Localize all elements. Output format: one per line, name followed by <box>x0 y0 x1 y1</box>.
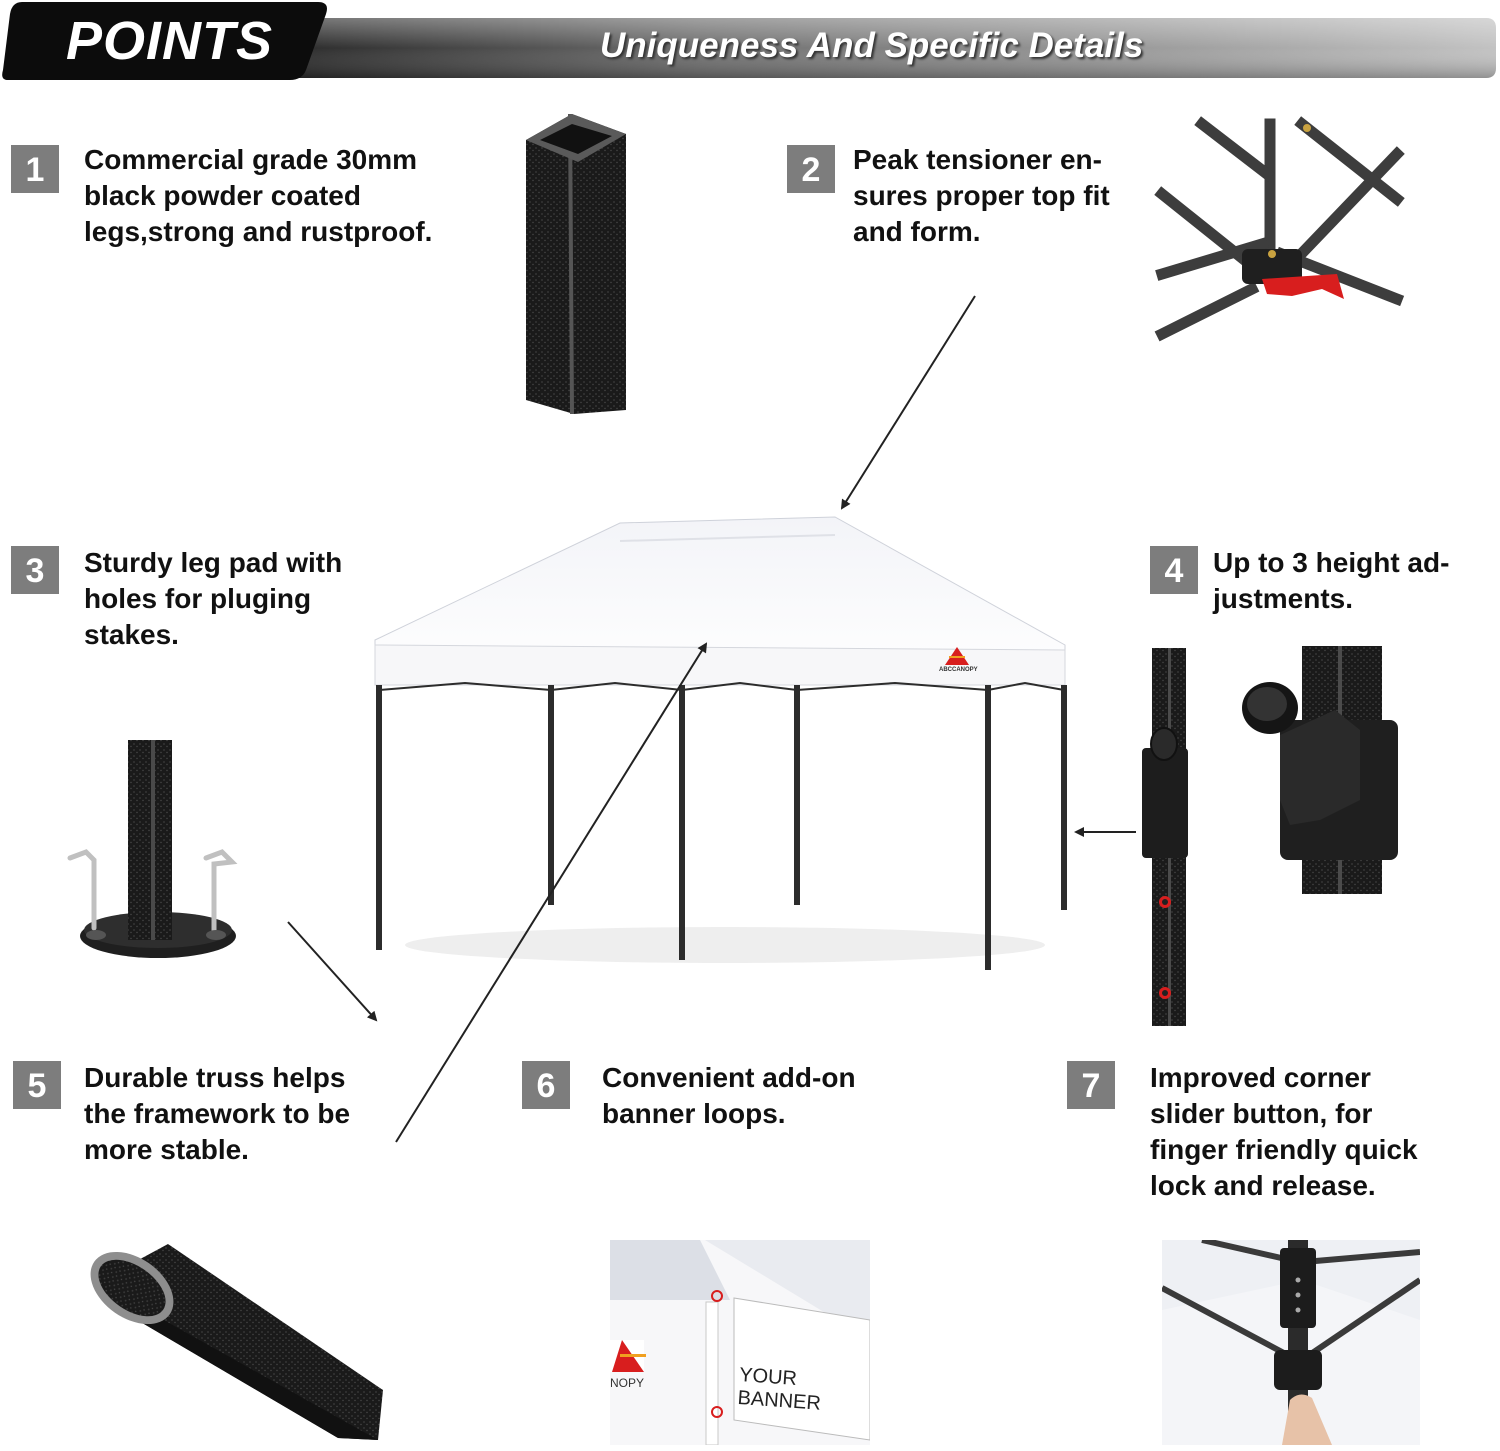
arrow-pad <box>287 921 378 1022</box>
square-leg-tube-image <box>526 114 626 414</box>
peak-tensioner-image <box>1154 116 1405 342</box>
banner-sample-text: YOUR BANNER <box>736 1364 822 1415</box>
feature-7-text: Improved corner slider button, for finge… <box>1150 1062 1418 1201</box>
feature-6-text: Convenient add-on banner loops. <box>602 1062 856 1129</box>
feature-6-number: 6 <box>522 1061 570 1109</box>
canopy-tent-image: ABCCANOPY <box>374 516 1067 970</box>
header-banner: POINTS Uniqueness And Specific Details <box>0 0 1500 84</box>
arrow-truss <box>395 642 708 1143</box>
truss-tube-image <box>90 1244 383 1440</box>
banner-subtitle: Uniqueness And Specific Details <box>600 26 1144 65</box>
feature-1-number: 1 <box>11 145 59 193</box>
leg-pad-image <box>67 740 238 958</box>
banner-loop-image: NOPY YOUR BANNER <box>610 1240 870 1445</box>
header-banner-background <box>2 2 1496 80</box>
feature-5-number: 5 <box>13 1061 61 1109</box>
feature-1-text: Commercial grade 30mm black powder coate… <box>84 144 433 247</box>
height-adjustment-image <box>1142 646 1398 1026</box>
corner-slider-image <box>1162 1240 1420 1445</box>
feature-5-text: Durable truss helps the framework to be … <box>84 1062 351 1165</box>
feature-3-text: Sturdy leg pad with holes for pluging st… <box>84 547 343 650</box>
feature-3-number: 3 <box>11 546 59 594</box>
canopy-logo-text: ABCCANOPY <box>939 667 978 673</box>
arrow-peak <box>840 295 976 510</box>
feature-2-text: Peak tensioner en- sures proper top fit … <box>853 144 1110 247</box>
corner-slider-illustration <box>1162 1240 1420 1445</box>
feature-4-text: Up to 3 height ad- justments. <box>1213 547 1450 614</box>
banner-loop-illustration <box>610 1240 870 1445</box>
canopy-logo: ABCCANOPY <box>939 647 978 673</box>
feature-7-number: 7 <box>1067 1061 1115 1109</box>
feature-2-number: 2 <box>787 145 835 193</box>
points-label: POINTS <box>66 11 274 71</box>
feature-4-number: 4 <box>1150 546 1198 594</box>
banner-logo-fragment: NOPY <box>610 1376 645 1390</box>
